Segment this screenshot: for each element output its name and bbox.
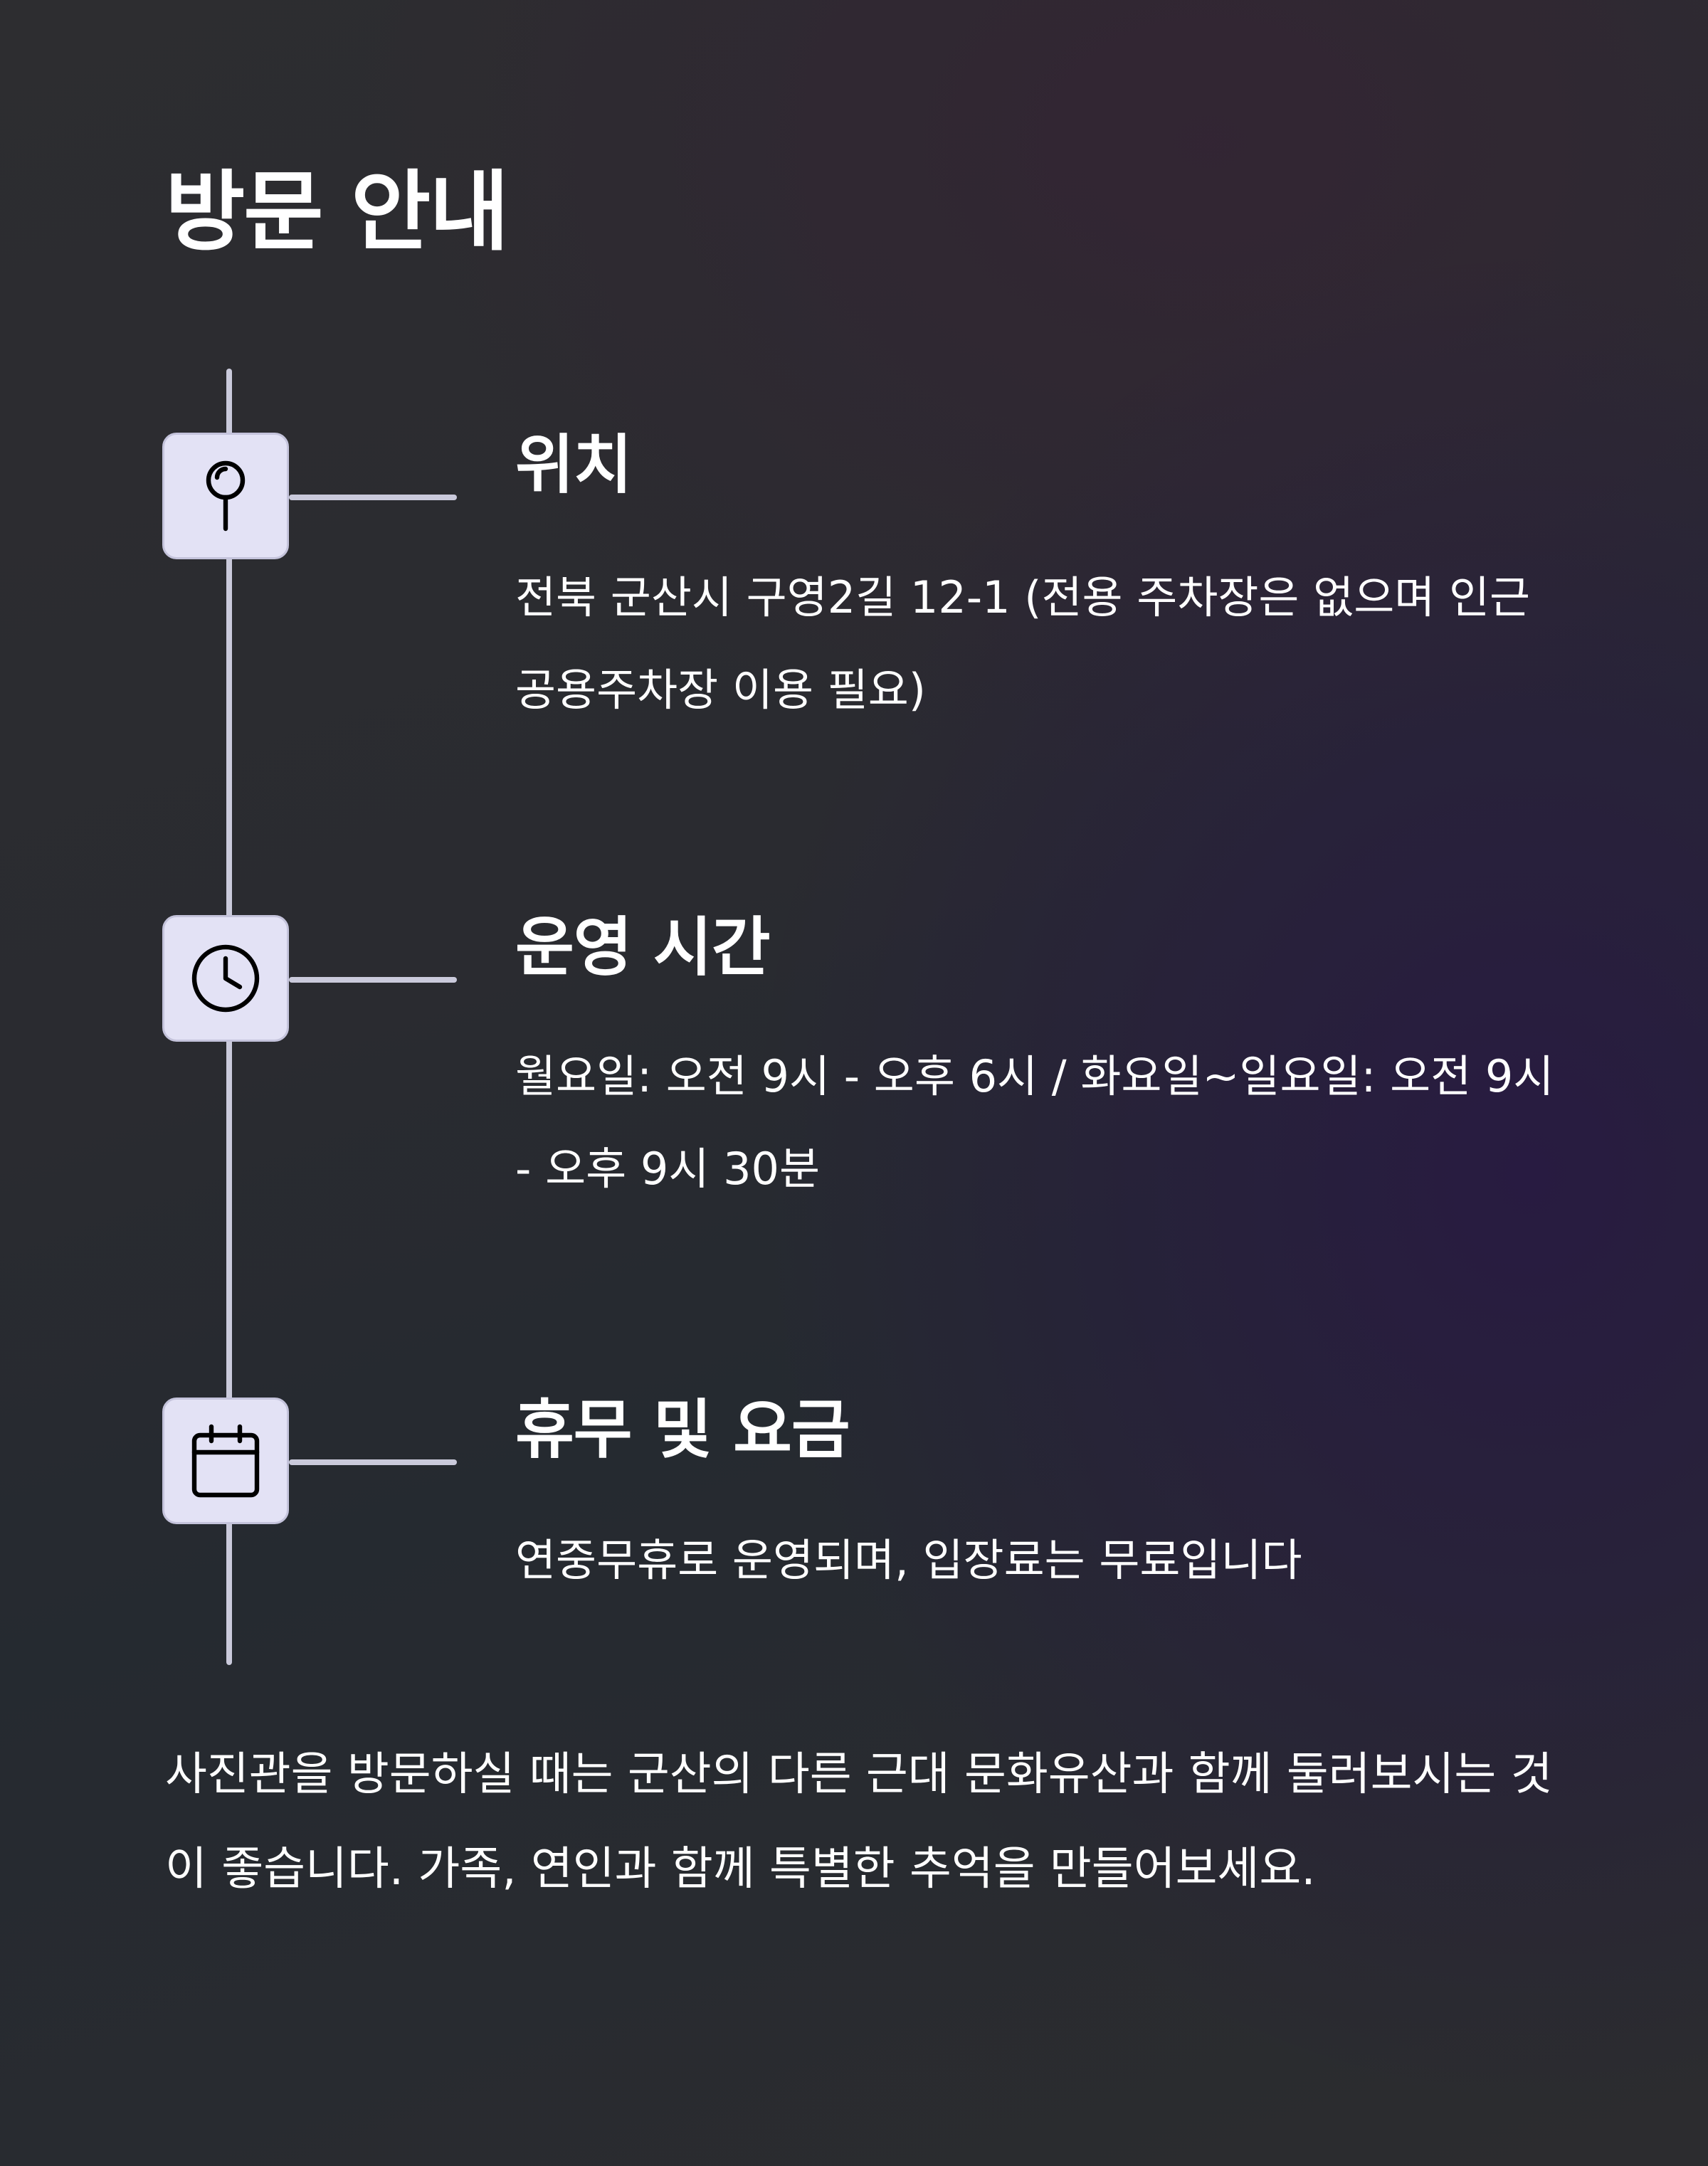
- fees-icon-box: [162, 1398, 289, 1524]
- map-pin-icon: [206, 460, 246, 532]
- location-heading: 위치: [515, 428, 633, 502]
- location-text: 전북 군산시 구영2길 12-1 (전용 주차장은 없으며 인근 공용주차장 이…: [515, 571, 1531, 716]
- location-icon-box: [162, 433, 289, 559]
- clock-icon: [191, 944, 260, 1013]
- location-connector: [289, 495, 457, 500]
- hours-icon-box: [162, 915, 289, 1042]
- page-title: 방문 안내: [165, 162, 509, 263]
- hours-text: 월요일: 오전 9시 - 오후 6시 / 화요일~일요일: 오전 9시 - 오후…: [515, 1050, 1554, 1195]
- fees-heading: 휴무 및 요금: [515, 1393, 850, 1467]
- fees-connector: [289, 1459, 457, 1465]
- fees-text: 연중무휴로 운영되며, 입장료는 무료입니다: [515, 1534, 1302, 1586]
- footer-text: 사진관을 방문하실 때는 군산의 다른 근대 문화유산과 함께 둘러보시는 것이…: [165, 1748, 1553, 1896]
- hours-heading: 운영 시간: [515, 910, 771, 985]
- hours-connector: [289, 977, 457, 983]
- calendar-icon: [191, 1424, 260, 1498]
